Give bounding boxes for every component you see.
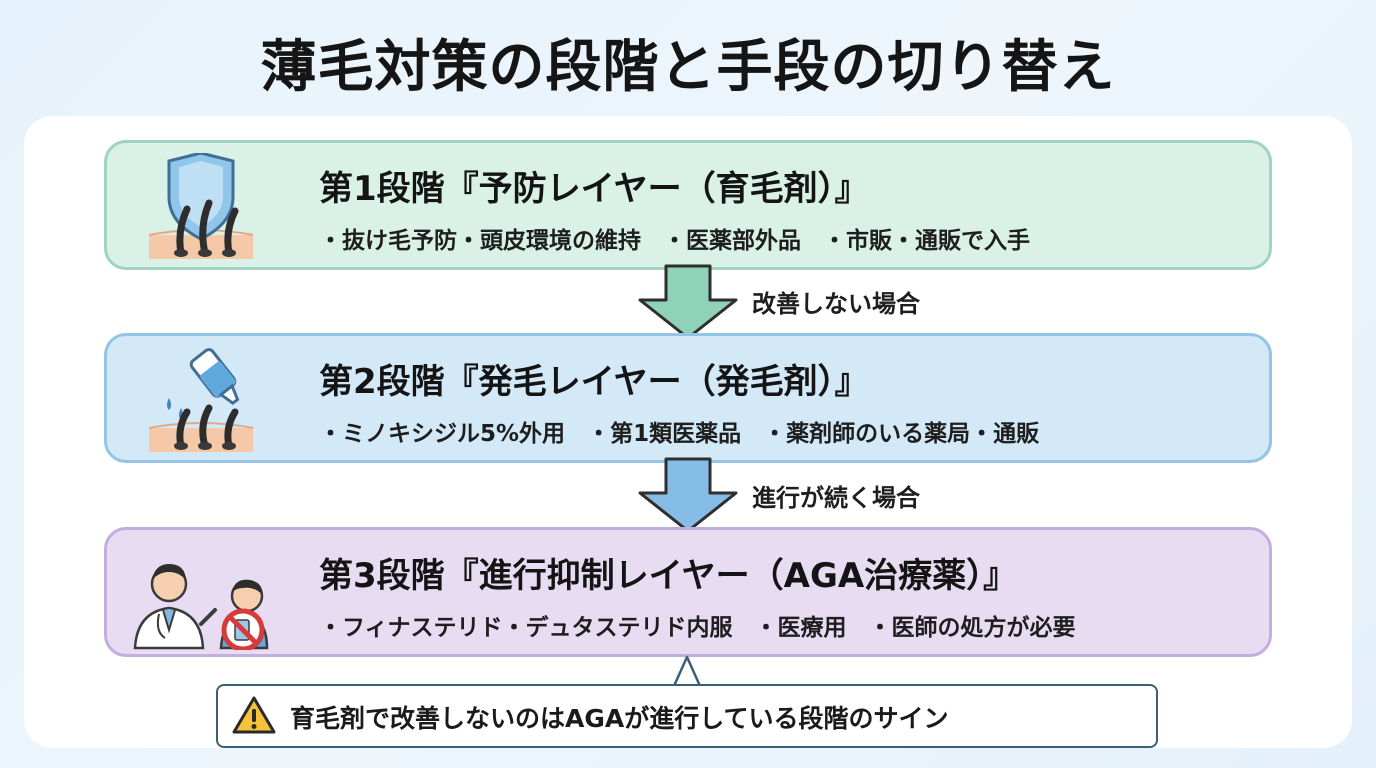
stage-1-bullet-3: ・市販・通販で入手	[823, 228, 1030, 254]
stage-1-card: 第1段階『予防レイヤー（育毛剤）』 ・抜け毛予防・頭皮環境の維持・医薬部外品・市…	[104, 140, 1272, 270]
stage-3-bullet-2: ・医療用	[754, 615, 847, 641]
stage-3-card: 第3段階『進行抑制レイヤー（AGA治療薬）』 ・フィナステリド・デュタステリド内…	[104, 527, 1272, 657]
stage-2-bullet-3: ・薬剤師のいる薬局・通販	[763, 421, 1040, 447]
stage-1-bullet-2: ・医薬部外品	[663, 228, 801, 254]
down-arrow-icon	[638, 264, 738, 340]
stage-1-bullet-1: ・抜け毛予防・頭皮環境の維持	[319, 228, 641, 254]
callout-text: 育毛剤で改善しないのはAGAが進行している段階のサイン	[290, 704, 949, 733]
callout-pointer	[672, 655, 702, 687]
warning-callout: 育毛剤で改善しないのはAGAが進行している段階のサイン	[216, 684, 1158, 748]
page-title: 薄毛対策の段階と手段の切り替え	[260, 35, 1116, 100]
stage-1-bullets: ・抜け毛予防・頭皮環境の維持・医薬部外品・市販・通販で入手	[319, 221, 1052, 255]
stage-2-card: 第2段階『発毛レイヤー（発毛剤）』 ・ミノキシジル5%外用・第1類医薬品・薬剤師…	[104, 333, 1272, 463]
dropper-hair-icon	[148, 348, 254, 452]
stage-3-bullets: ・フィナステリド・デュタステリド内服・医療用・医師の処方が必要	[319, 608, 1098, 642]
doctor-consultation-icon	[133, 564, 269, 650]
shield-hair-icon	[148, 153, 254, 259]
stage-3-title: 第3段階『進行抑制レイヤー（AGA治療薬）』	[319, 556, 1018, 596]
transition-label-1: 改善しない場合	[752, 290, 920, 318]
stage-2-bullet-2: ・第1類医薬品	[587, 421, 742, 447]
transition-label-2: 進行が続く場合	[752, 484, 920, 512]
stage-2-bullet-1: ・ミノキシジル5%外用	[319, 421, 566, 447]
stage-1-title: 第1段階『予防レイヤー（育毛剤）』	[319, 169, 869, 209]
warning-icon	[232, 696, 276, 734]
stage-3-bullet-1: ・フィナステリド・デュタステリド内服	[319, 615, 733, 641]
stage-2-bullets: ・ミノキシジル5%外用・第1類医薬品・薬剤師のいる薬局・通販	[319, 414, 1061, 448]
stage-3-bullet-3: ・医師の処方が必要	[868, 615, 1076, 641]
down-arrow-icon	[638, 457, 738, 533]
stage-2-title: 第2段階『発毛レイヤー（発毛剤）』	[319, 362, 869, 402]
